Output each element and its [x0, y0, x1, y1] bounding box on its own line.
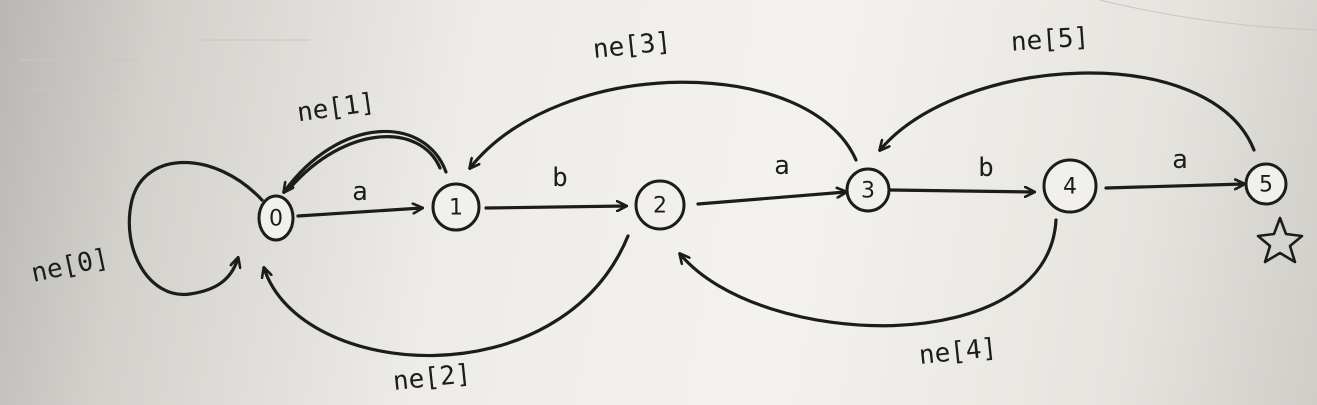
transition-labels: a b a b a [352, 145, 1188, 207]
link-ne-3 [470, 80, 858, 168]
node-2-label: 2 [653, 194, 667, 219]
node-0: 0 [257, 194, 295, 242]
edge-0-1-label: a [352, 177, 368, 207]
link-ne-0 [127, 160, 264, 297]
edge-3-4 [888, 190, 1034, 192]
link-ne-4 [680, 218, 1058, 328]
edge-2-3-label: a [774, 151, 790, 181]
node-5-label: 5 [1259, 173, 1273, 198]
link-ne-1-b [288, 135, 442, 190]
link-ne-5-label: ne[5] [1010, 22, 1090, 57]
node-1: 1 [431, 182, 481, 232]
node-3: 3 [845, 167, 891, 213]
link-ne-1 [284, 129, 448, 192]
link-ne-0-label: ne[0] [29, 243, 112, 289]
nodes: 0 1 2 3 4 5 [257, 158, 1288, 242]
edge-1-2 [484, 206, 626, 208]
node-5: 5 [1244, 162, 1288, 206]
edge-4-5 [1104, 184, 1244, 188]
paper-marks [20, 0, 1317, 91]
node-4: 4 [1042, 158, 1098, 214]
link-ne-5 [880, 71, 1256, 150]
node-1-label: 1 [449, 196, 463, 221]
failure-labels: ne[0] ne[1] ne[2] ne[3] ne[4] ne[5] [29, 22, 1090, 397]
star-icon [1256, 216, 1304, 264]
link-ne-4-label: ne[4] [918, 333, 999, 371]
link-ne-2-label: ne[2] [392, 359, 473, 397]
link-ne-2 [264, 234, 630, 358]
node-4-label: 4 [1063, 175, 1077, 200]
failure-links [127, 71, 1256, 358]
edge-0-1 [296, 208, 422, 218]
link-ne-3-label: ne[3] [592, 27, 673, 65]
edge-4-5-label: a [1172, 145, 1188, 175]
node-3-label: 3 [861, 179, 875, 204]
edge-1-2-label: b [552, 163, 568, 193]
node-2: 2 [634, 179, 686, 231]
transitions [296, 184, 1244, 218]
node-0-label: 0 [269, 207, 283, 232]
link-ne-1-label: ne[1] [295, 88, 377, 129]
edge-2-3 [696, 192, 846, 206]
edge-3-4-label: b [978, 153, 994, 183]
